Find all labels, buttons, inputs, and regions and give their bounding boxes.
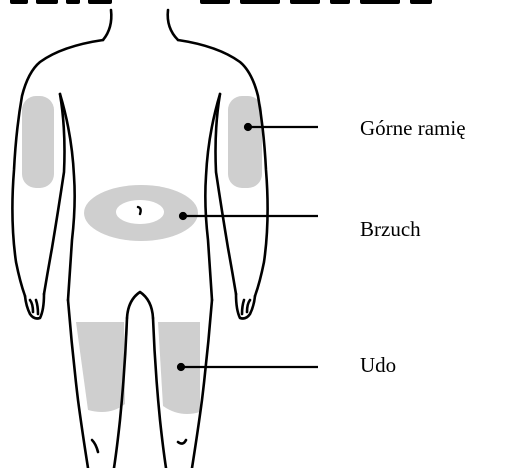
leader-upper-arm-dot [245,124,251,130]
injection-zone-upper-arm-right [228,96,262,188]
injection-zone-upper-arm-left [22,96,54,188]
leader-thigh-dot [178,364,184,370]
label-upper-arm: Górne ramię [360,118,466,139]
label-abdomen: Brzuch [360,219,421,240]
injection-zone-thigh-left [76,322,125,412]
leader-abdomen-dot [180,213,186,219]
label-thigh: Udo [360,355,396,376]
